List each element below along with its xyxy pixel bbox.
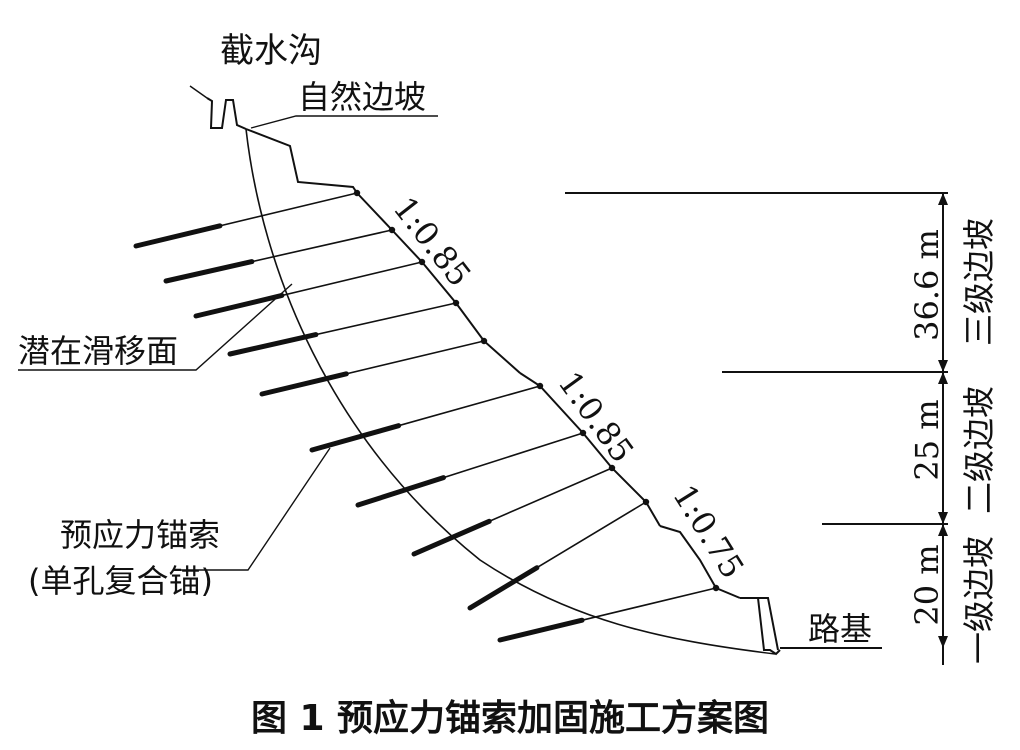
roadbed-block (740, 597, 781, 656)
tier3-height-label: 36.6 m (908, 229, 946, 341)
anchor-bond-section-7 (355, 475, 446, 508)
anchor-head-3 (418, 258, 426, 266)
potential-slip-surface-label: 潜在滑移面 (18, 332, 178, 370)
natural-slope-label: 自然边坡 (298, 78, 426, 116)
dimension-arrows (938, 193, 948, 648)
slope-profile (206, 97, 882, 656)
anchor-cables (133, 189, 720, 643)
anchor-bond-section-6 (309, 423, 402, 453)
slope-crest-profile (245, 128, 358, 194)
slope-ratio-middle: 1:0.85 (551, 364, 642, 469)
anchor-head-6 (536, 382, 544, 390)
ditch-leader (189, 85, 208, 99)
slip-surface-leader (18, 283, 293, 371)
anchor-head-2 (388, 226, 396, 234)
anchor-head-7 (579, 429, 587, 437)
roadbed-label: 路基 (808, 610, 872, 648)
tier3-label: 三级边坡 (960, 218, 998, 346)
anchor-head-8 (608, 464, 616, 472)
leader-lines (18, 85, 882, 649)
potential-slip-surface-curve (245, 128, 776, 655)
tier1-slope-face (659, 525, 741, 599)
tier3-slope-face (356, 192, 521, 374)
drainage-ditch-shape (206, 97, 247, 130)
anchor-head-1 (353, 189, 361, 197)
tier2-height-label: 25 m (908, 399, 946, 480)
anchor-bond-section-1 (133, 223, 223, 249)
anchor-bond-section-10 (497, 617, 585, 643)
anchor-head-9 (642, 498, 650, 506)
natural-slope-leader (250, 115, 438, 129)
anchor-head-4 (452, 299, 460, 307)
anchor-bond-section-2 (163, 259, 255, 284)
anchor-bond-section-9 (467, 565, 540, 611)
anchor-bond-section-4 (227, 332, 319, 357)
tier2-slope-face (519, 372, 661, 527)
anchor-cable-label: 预应力锚索 (60, 516, 220, 554)
dimension-lines (565, 192, 948, 665)
figure-caption: 图 1 预应力锚索加固施工方案图 (251, 698, 769, 739)
tier2-label: 二级边坡 (960, 386, 998, 514)
tier1-label: 一级边坡 (960, 536, 998, 664)
anchor-bond-section-3 (193, 292, 285, 319)
anchor-head-5 (480, 337, 488, 345)
anchor-bond-section-8 (411, 518, 492, 557)
anchor-head-10 (712, 584, 720, 592)
tier1-height-label: 20 m (908, 544, 946, 625)
roadbed-block-right (758, 597, 779, 651)
slope-ratio-upper: 1:0.85 (386, 190, 479, 294)
anchor-bond-section-5 (259, 371, 349, 397)
anchor-leader (180, 447, 331, 571)
anchor-type-label: (单孔复合锚) (28, 562, 213, 600)
drainage-ditch-label: 截水沟 (220, 31, 322, 71)
